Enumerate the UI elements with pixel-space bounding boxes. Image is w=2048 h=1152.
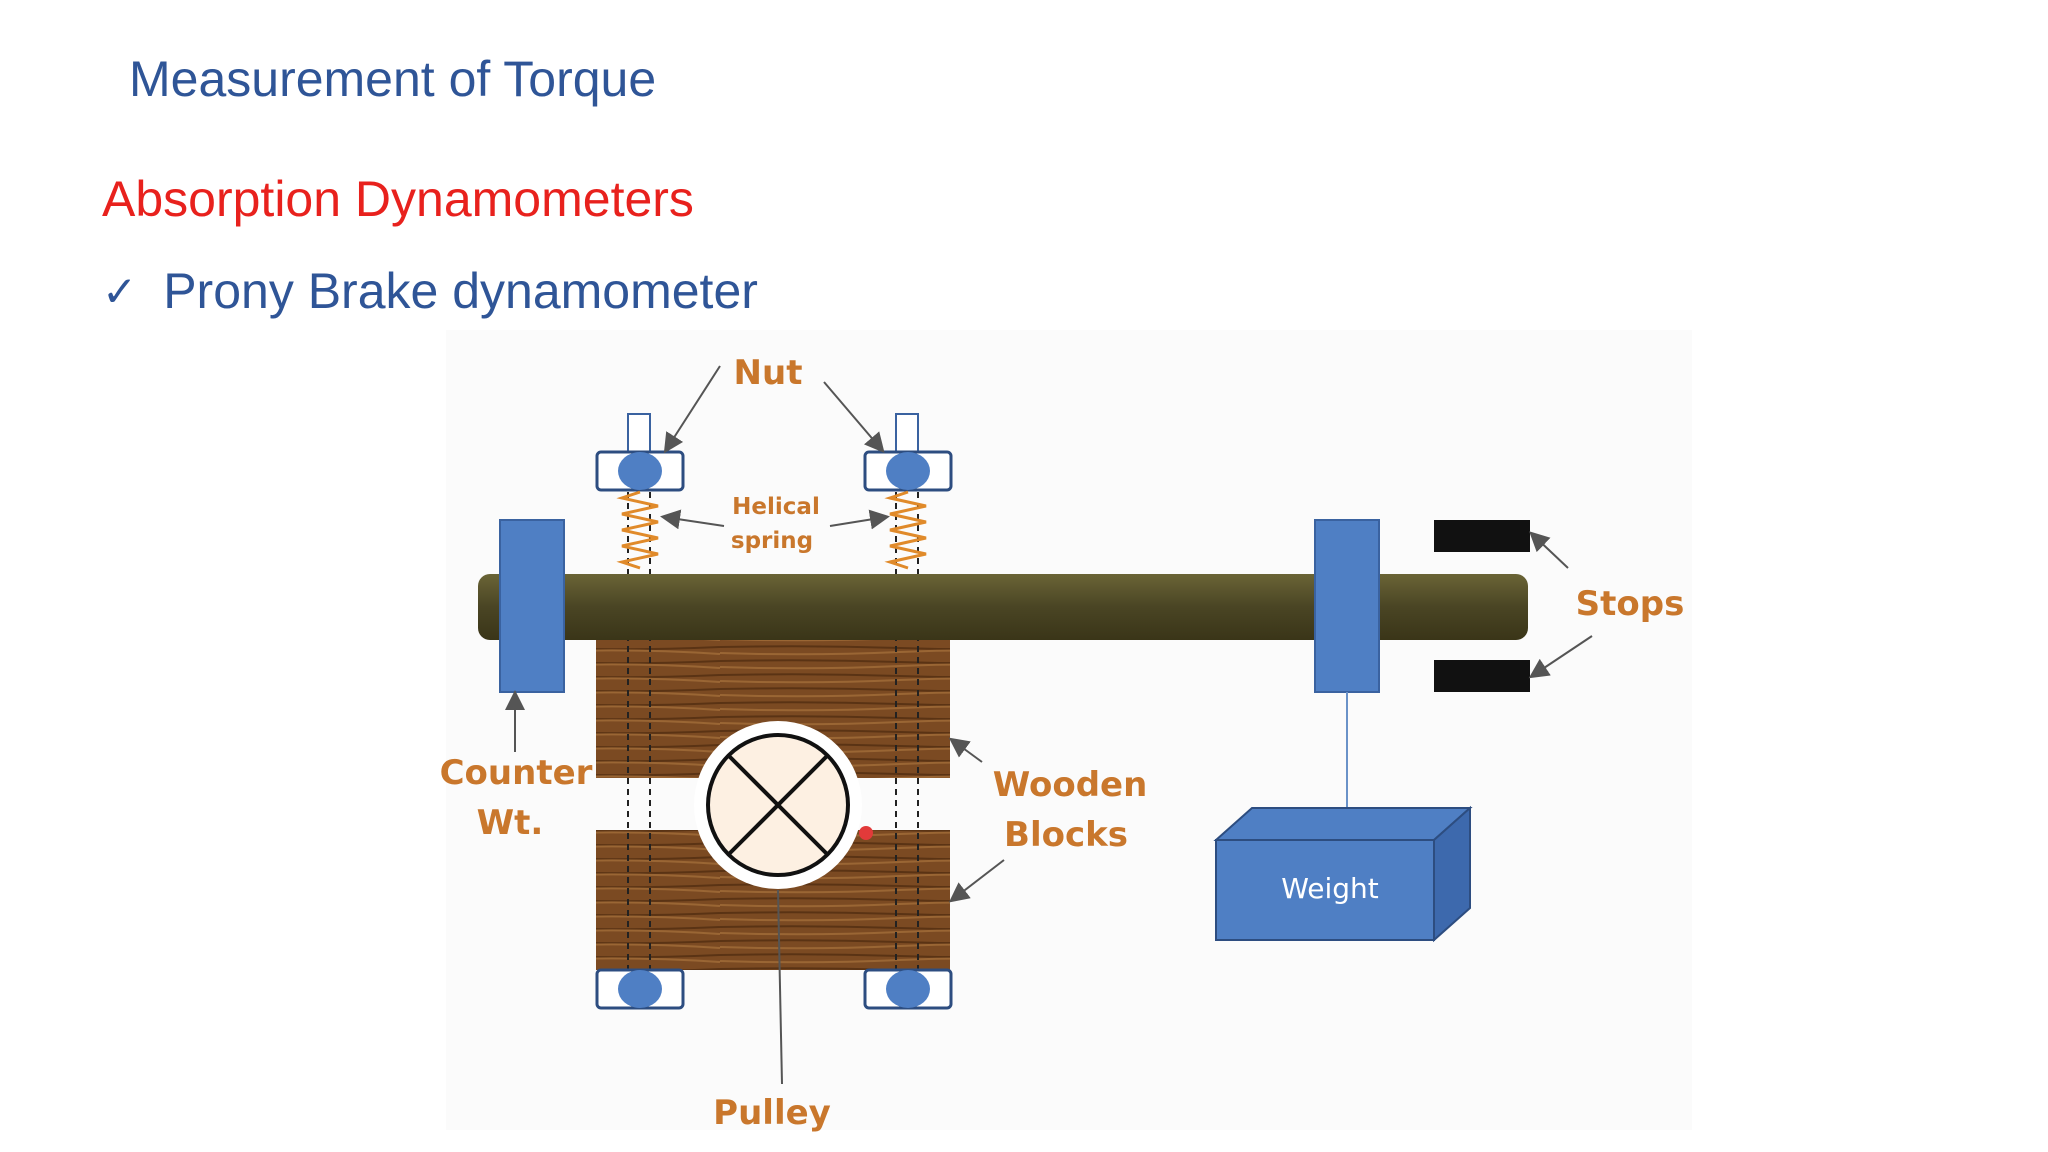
label-stops: Stops <box>1576 584 1685 624</box>
bolt-top-right <box>895 413 919 455</box>
label-wt: Wt. <box>477 803 544 843</box>
spring-pointer-left <box>660 509 725 530</box>
section-heading: Absorption Dynamometers <box>102 171 694 227</box>
helical-spring-right <box>884 490 927 570</box>
nut-top-left-washer <box>618 452 662 490</box>
pulley-cross-2 <box>727 754 829 856</box>
label-nut: Nut <box>734 353 803 393</box>
counter-weight-block <box>499 519 565 693</box>
bolt-left <box>627 470 651 975</box>
bolt-right <box>895 470 919 975</box>
bullet-text: Prony Brake dynamometer <box>163 263 758 319</box>
bolt-top-left <box>627 413 651 455</box>
label-counter: Counter <box>440 753 593 793</box>
helical-spring-left <box>616 490 659 570</box>
stop-upper <box>1434 520 1530 552</box>
weight-hanger-block <box>1314 519 1380 693</box>
weight-box-top <box>1213 807 1473 841</box>
page-title: Measurement of Torque <box>129 51 657 107</box>
pulley-pointer <box>777 889 783 1085</box>
cursor-dot <box>859 826 873 840</box>
label-helical: Helical <box>732 494 820 520</box>
wooden-pointer-lower <box>948 859 1005 903</box>
stop-lower <box>1434 660 1530 692</box>
bullet-item: ✓ Prony Brake dynamometer <box>102 262 758 320</box>
check-icon: ✓ <box>102 266 138 316</box>
label-wooden: Wooden <box>993 765 1148 805</box>
nut-bottom-right-washer <box>886 970 930 1008</box>
weight-label: Weight <box>1281 872 1379 905</box>
label-blocks: Blocks <box>1004 815 1128 855</box>
lever-arm <box>478 574 1528 640</box>
nut-top-right-washer <box>886 452 930 490</box>
label-spring: spring <box>731 528 813 554</box>
spring-pointer-right <box>829 509 890 530</box>
label-pulley: Pulley <box>713 1093 831 1133</box>
stops-pointer-lower <box>1528 635 1593 679</box>
wooden-pointer-upper <box>948 737 983 763</box>
nut-pointer-right <box>823 381 885 454</box>
weight-box <box>1215 839 1435 941</box>
nut-bottom-left-washer <box>618 970 662 1008</box>
nut-pointer-left <box>663 365 721 454</box>
stops-pointer-upper <box>1529 531 1569 569</box>
